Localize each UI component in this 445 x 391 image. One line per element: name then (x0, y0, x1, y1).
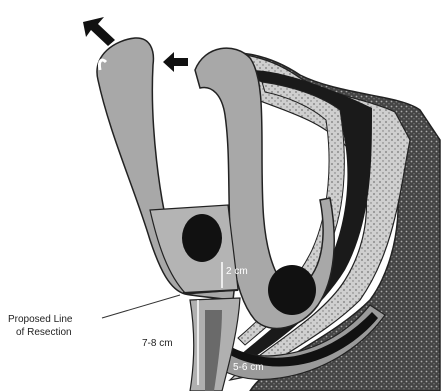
five-six-cm-label: 5-6 cm (233, 362, 264, 373)
left-tube-mass (182, 214, 222, 262)
arrow-left-icon (163, 52, 188, 72)
proposed-line-label-2: of Resection (16, 327, 72, 338)
middle-mass (268, 265, 316, 315)
two-cm-label: 2 cm (226, 266, 248, 277)
proposed-line-label-1: Proposed Line (8, 314, 73, 325)
seven-eight-cm-label: 7-8 cm (142, 338, 173, 349)
label-leader-line (102, 295, 180, 318)
arrow-up-left-icon (83, 17, 115, 46)
